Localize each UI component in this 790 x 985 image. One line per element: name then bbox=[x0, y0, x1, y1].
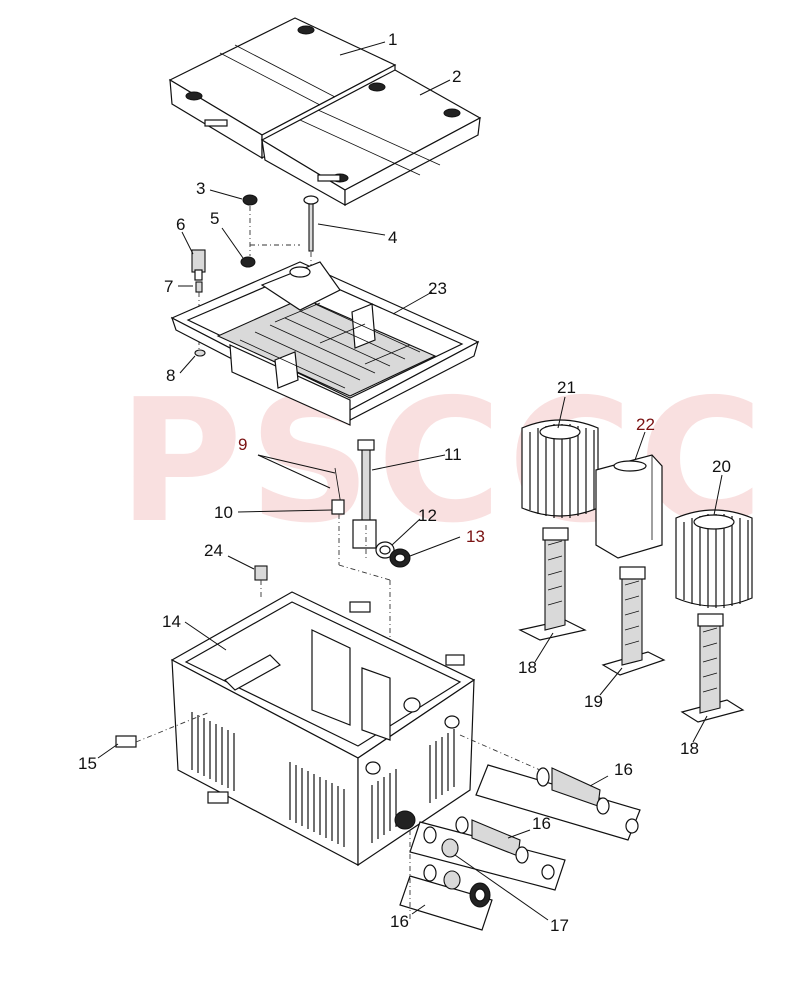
label-part-17: 17 bbox=[550, 916, 569, 935]
connector-6-tip bbox=[194, 269, 203, 281]
clip bbox=[349, 601, 371, 613]
lid-hole bbox=[443, 108, 461, 118]
filter-holder-18-b bbox=[680, 613, 745, 723]
hose-fitting-16-a bbox=[475, 764, 641, 841]
foam-filter-22 bbox=[595, 454, 663, 559]
foam-filter-20 bbox=[675, 509, 753, 608]
label-part-8: 8 bbox=[166, 366, 175, 385]
rod-4 bbox=[308, 198, 314, 252]
lid-handle bbox=[317, 174, 341, 182]
plate-11 bbox=[352, 519, 377, 549]
lid-panel-2-front bbox=[344, 116, 481, 206]
label-part-10: 10 bbox=[214, 503, 233, 522]
label-part-16-b: 16 bbox=[532, 814, 551, 833]
tray-support bbox=[274, 351, 299, 389]
filter-box-14 bbox=[170, 591, 476, 867]
label-part-18-b: 18 bbox=[680, 739, 699, 758]
filter-tray-23 bbox=[170, 261, 480, 426]
label-part-9: 9 bbox=[238, 435, 247, 454]
label-part-4: 4 bbox=[388, 228, 397, 247]
label-part-18-a: 18 bbox=[518, 658, 537, 677]
lid-hole bbox=[368, 82, 386, 92]
clip-15 bbox=[115, 735, 137, 748]
label-part-11: 11 bbox=[444, 445, 462, 464]
box-partition bbox=[311, 629, 351, 726]
connector-6 bbox=[191, 249, 206, 273]
label-part-2: 2 bbox=[452, 67, 461, 86]
plug-5 bbox=[240, 256, 256, 268]
label-part-12: 12 bbox=[418, 506, 437, 525]
label-part-23: 23 bbox=[428, 279, 447, 298]
small-parts-upper bbox=[191, 194, 319, 357]
clip bbox=[445, 654, 465, 666]
label-part-14: 14 bbox=[162, 612, 181, 631]
hose-fitting-16-c bbox=[399, 864, 493, 931]
lid-handle bbox=[204, 119, 228, 127]
clip-15b bbox=[207, 791, 229, 804]
box-partition bbox=[361, 667, 391, 741]
plug-3 bbox=[242, 194, 258, 206]
tray-grid-floor bbox=[216, 297, 437, 397]
box-right-wall bbox=[357, 678, 475, 867]
box-front-fins bbox=[191, 712, 345, 847]
label-part-16-c: 16 bbox=[390, 912, 409, 931]
label-part-21: 21 bbox=[557, 378, 576, 397]
label-part-13: 13 bbox=[466, 527, 485, 546]
label-part-16-a: 16 bbox=[614, 760, 633, 779]
pin-7 bbox=[195, 281, 203, 293]
label-part-20: 20 bbox=[712, 457, 731, 476]
washer-8 bbox=[194, 349, 206, 357]
lid-hole bbox=[185, 91, 203, 101]
filter-holder-19 bbox=[601, 566, 666, 676]
lid-hole bbox=[297, 25, 315, 35]
tray-port bbox=[289, 266, 311, 278]
label-part-15: 15 bbox=[78, 754, 97, 773]
label-part-7: 7 bbox=[164, 277, 173, 296]
filter-holder-18-a bbox=[518, 527, 587, 641]
pipe-11 bbox=[361, 444, 371, 526]
box-port bbox=[403, 697, 421, 713]
label-part-3: 3 bbox=[196, 179, 205, 198]
label-part-24: 24 bbox=[204, 541, 223, 560]
leader-lines bbox=[97, 41, 723, 921]
outlet-port bbox=[394, 810, 416, 830]
box-port bbox=[444, 715, 460, 729]
elbow-24 bbox=[254, 565, 268, 581]
tray-underside bbox=[229, 344, 351, 426]
box-port bbox=[365, 761, 381, 775]
label-part-22: 22 bbox=[636, 415, 655, 434]
lid-assembly bbox=[168, 17, 482, 207]
rod-4-head bbox=[303, 195, 319, 205]
label-part-5: 5 bbox=[210, 209, 219, 228]
mid-parts bbox=[331, 439, 411, 690]
foam-filter-21 bbox=[521, 419, 599, 518]
adapter-17 bbox=[441, 838, 459, 858]
label-part-1: 1 bbox=[388, 30, 397, 49]
label-part-6: 6 bbox=[176, 215, 185, 234]
pipe-11-top bbox=[357, 439, 375, 451]
bracket-10 bbox=[331, 499, 345, 515]
part-labels: 1 2 3 4 5 6 7 8 9 10 11 12 13 14 15 16 1… bbox=[78, 30, 731, 935]
box-divider bbox=[224, 654, 281, 691]
label-part-19: 19 bbox=[584, 692, 603, 711]
